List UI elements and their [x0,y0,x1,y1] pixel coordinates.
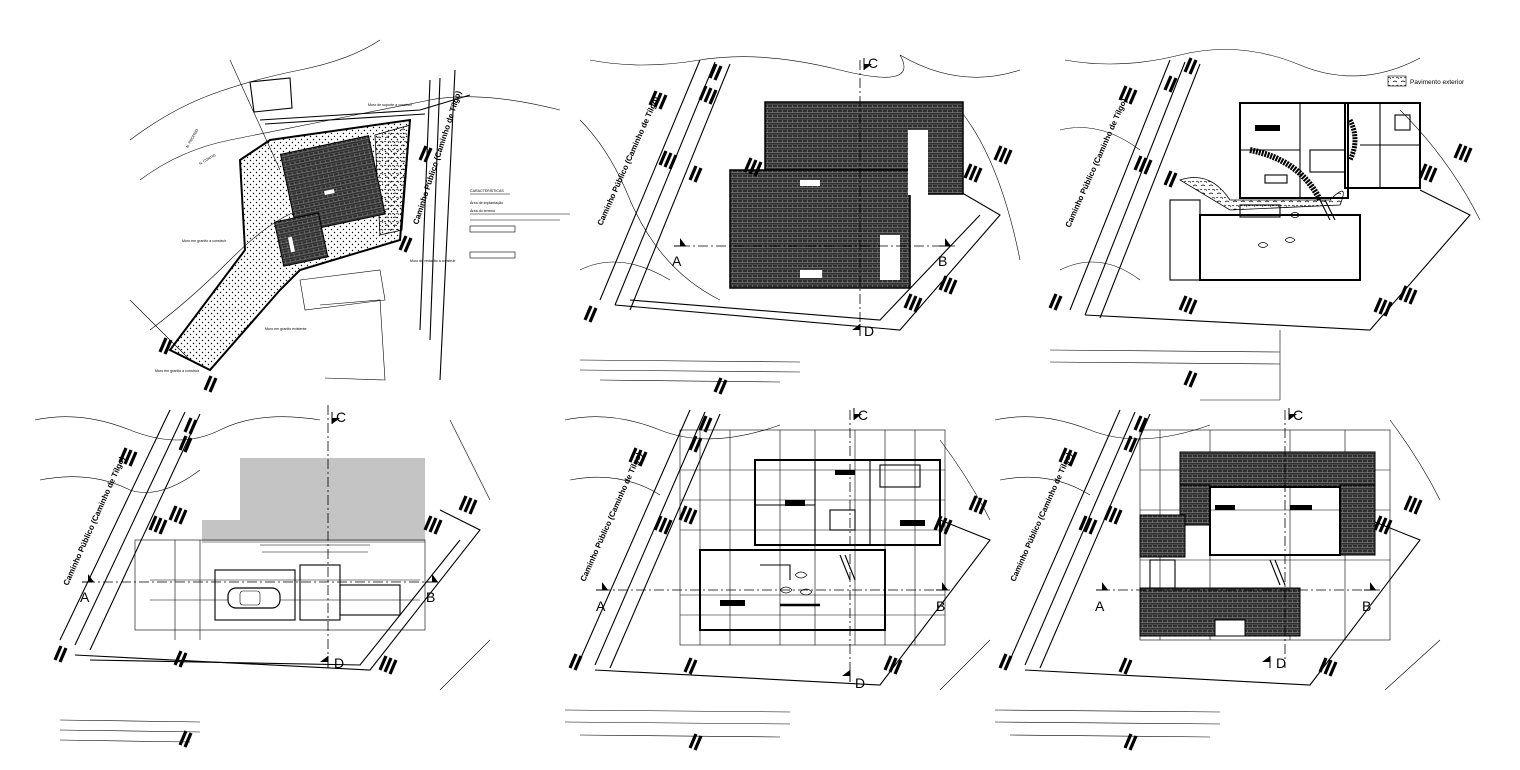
floor-plan-upper: Pavimento exterior Caminho Público (Cami… [1048,49,1481,401]
note-muro-granito-2: Muro em granito a construir [155,369,200,373]
section-label-d-6: D [1276,655,1286,671]
section-label-a-6: A [1095,598,1105,614]
note-muro-granito-1: Muro em granito a construir [182,239,227,243]
section-label-c-4: C [336,409,346,425]
roof-plan: A B D C Caminho Público (Caminho de Tílg… [579,54,1021,396]
section-label-b-2: B [938,253,947,269]
road-label-6: Caminho Público (Caminho de Tílgo) [1009,451,1074,583]
road-label-2: Caminho Público (Caminho de Tílgo) [596,95,661,227]
notes-title: CARACTERÍSTICAS [470,189,504,193]
garage-plan: A B D C Caminho Público (Caminho de Tílg… [34,405,491,749]
section-label-d-5: D [855,675,865,691]
section-label-a-2: A [672,253,682,269]
legend-swatch [1387,75,1407,87]
car-icon [227,587,281,609]
section-label-d-4: D [334,655,344,671]
section-label-a-5: A [596,598,606,614]
note-area-implantacao: Área de implantação [470,201,503,205]
section-label-c-2: C [868,55,878,71]
section-label-d-2: D [864,323,874,339]
section-label-b-5: B [936,598,945,614]
note-muro-existente: Muro em granito existente [265,327,307,331]
legend-label: Pavimento exterior [1410,79,1465,86]
road-label-3: Caminho Público (Caminho de Tílgo) [1064,97,1129,229]
note-area-terreno: Área do terreno [470,209,495,213]
road-label-5: Caminho Público (Caminho de Tílgo) [579,451,644,583]
section-label-b-4: B [426,589,435,605]
note-muro-suporte: Muro de suporte a construir [368,103,413,107]
north-label-1: N. PROPRIO [185,128,199,149]
north-label-2: N. CONTIG [199,153,217,166]
site-notes: CARACTERÍSTICAS Área de implantação Área… [469,189,570,259]
site-plan: Caminho Público (Caminho de Tílgo) N. PR… [129,39,570,394]
section-label-c-5: C [858,407,868,423]
section-label-b-6: B [1362,598,1371,614]
note-muro-vedacao: Muro de vedação a construir [410,259,456,263]
roof-overlay-plan: A B D C Caminho Público (Caminho de Tílg… [994,407,1441,752]
dimensioned-plan: A B D C Caminho Público (Caminho de Tílg… [564,407,991,752]
section-label-c-6: C [1293,407,1303,423]
section-label-a-4: A [80,589,90,605]
